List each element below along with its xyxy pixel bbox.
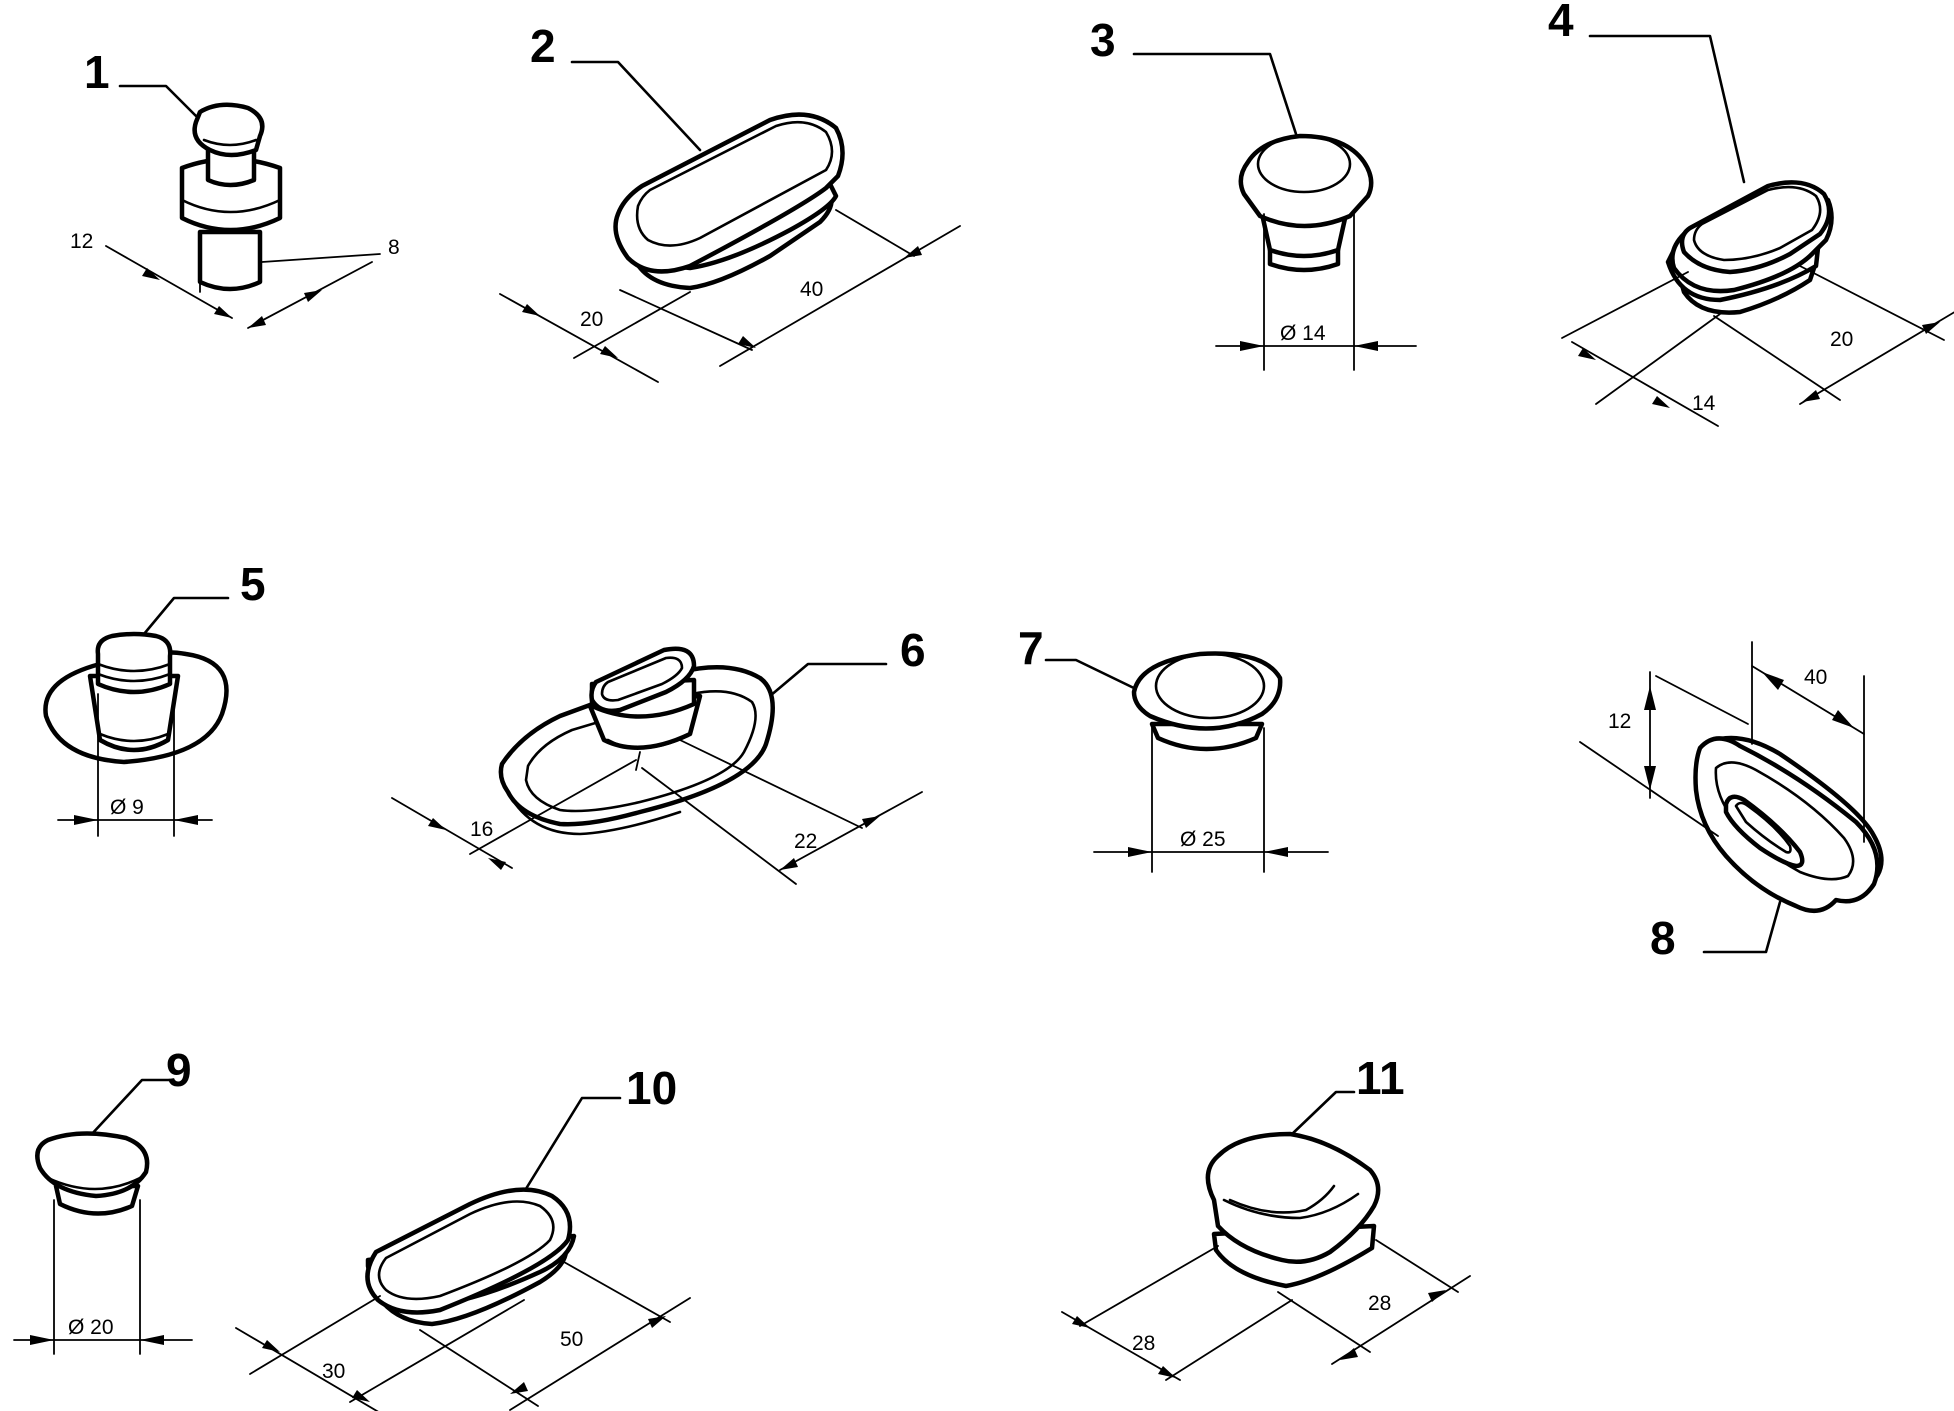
part-2-leader	[570, 60, 702, 152]
part-10-dim-width: 30	[322, 1360, 345, 1383]
part-3-dimensions: Ø 14	[1215, 213, 1417, 371]
part-6-dim-length: 22	[794, 830, 817, 853]
part-2-body	[613, 112, 845, 291]
part-8-dim-length: 40	[1804, 666, 1827, 689]
part-7-number: 7	[1018, 622, 1044, 674]
part-10-body	[365, 1187, 577, 1327]
part-3-dim-diameter: Ø 14	[1280, 322, 1326, 345]
part-4-dimensions: 14 20	[1561, 265, 1954, 427]
part-1-leader	[118, 84, 198, 118]
part-8-number: 8	[1650, 912, 1676, 964]
part-1-dim-depth: 8	[388, 236, 400, 259]
part-3: 3 Ø 14	[1090, 14, 1417, 371]
part-4-body	[1665, 180, 1834, 315]
part-2-number: 2	[530, 20, 556, 72]
part-10-dimensions: 30 50	[235, 1261, 691, 1411]
part-7-dimensions: Ø 25	[1093, 727, 1329, 873]
part-4-number: 4	[1548, 0, 1574, 46]
part-11: 11 28 28	[1061, 1052, 1471, 1381]
part-1-body	[179, 102, 283, 292]
part-9-dimensions: Ø 20	[13, 1199, 193, 1355]
part-11-dim-depth: 28	[1368, 1292, 1391, 1315]
part-1-dimensions: 12 8	[70, 230, 400, 329]
part-3-number: 3	[1090, 14, 1116, 66]
part-7-dim-diameter: Ø 25	[1180, 828, 1226, 851]
part-6-body	[498, 646, 775, 836]
part-2-dim-length: 40	[800, 278, 823, 301]
part-2: 2 20 40	[499, 20, 961, 383]
part-7-body	[1131, 651, 1283, 752]
part-1: 1 12 8	[70, 46, 400, 329]
part-7-leader	[1044, 658, 1140, 692]
part-6-number: 6	[900, 624, 926, 676]
part-5: 5 Ø 9	[43, 558, 266, 837]
part-11-number: 11	[1356, 1052, 1405, 1104]
part-10-number: 10	[626, 1062, 677, 1114]
part-5-leader	[142, 596, 230, 636]
part-8-body	[1693, 735, 1884, 914]
part-6-dim-width: 16	[470, 818, 493, 841]
part-9: 9 Ø 20	[13, 1044, 193, 1355]
part-9-leader	[88, 1078, 172, 1138]
part-1-number: 1	[84, 46, 110, 98]
part-9-number: 9	[166, 1044, 192, 1096]
part-5-dim-diameter: Ø 9	[110, 796, 144, 819]
part-5-dimensions: Ø 9	[57, 693, 213, 837]
part-11-body	[1205, 1131, 1381, 1289]
part-5-number: 5	[240, 558, 266, 610]
part-6-leader	[768, 662, 888, 698]
part-4-leader	[1588, 34, 1746, 184]
part-10: 10 30 50	[235, 1062, 691, 1411]
part-9-dim-diameter: Ø 20	[68, 1316, 114, 1339]
part-11-dim-width: 28	[1132, 1332, 1155, 1355]
part-2-dimensions: 20 40	[499, 209, 961, 383]
part-7: 7 Ø 25	[1018, 622, 1329, 873]
part-6-dimensions: 16 22	[391, 739, 923, 885]
part-11-leader	[1288, 1090, 1356, 1138]
part-9-body	[35, 1131, 150, 1216]
part-5-body	[43, 631, 229, 765]
part-4-dim-length: 20	[1830, 328, 1853, 351]
part-6: 6 16 22	[391, 624, 926, 885]
part-8-leader	[1702, 900, 1782, 954]
part-4-dim-width: 14	[1692, 392, 1716, 415]
part-8-dim-height: 12	[1608, 710, 1631, 733]
part-1-dim-width: 12	[70, 230, 93, 253]
part-2-dim-width: 20	[580, 308, 603, 331]
part-4: 4 14 20	[1548, 0, 1954, 427]
part-8-dimensions: 12 40	[1579, 641, 1865, 843]
part-11-dimensions: 28 28	[1061, 1239, 1471, 1381]
part-3-body	[1238, 133, 1374, 273]
part-10-dim-length: 50	[560, 1328, 583, 1351]
part-8: 8 12 40	[1579, 641, 1884, 964]
part-3-leader	[1132, 52, 1298, 136]
part-10-leader	[522, 1096, 622, 1194]
